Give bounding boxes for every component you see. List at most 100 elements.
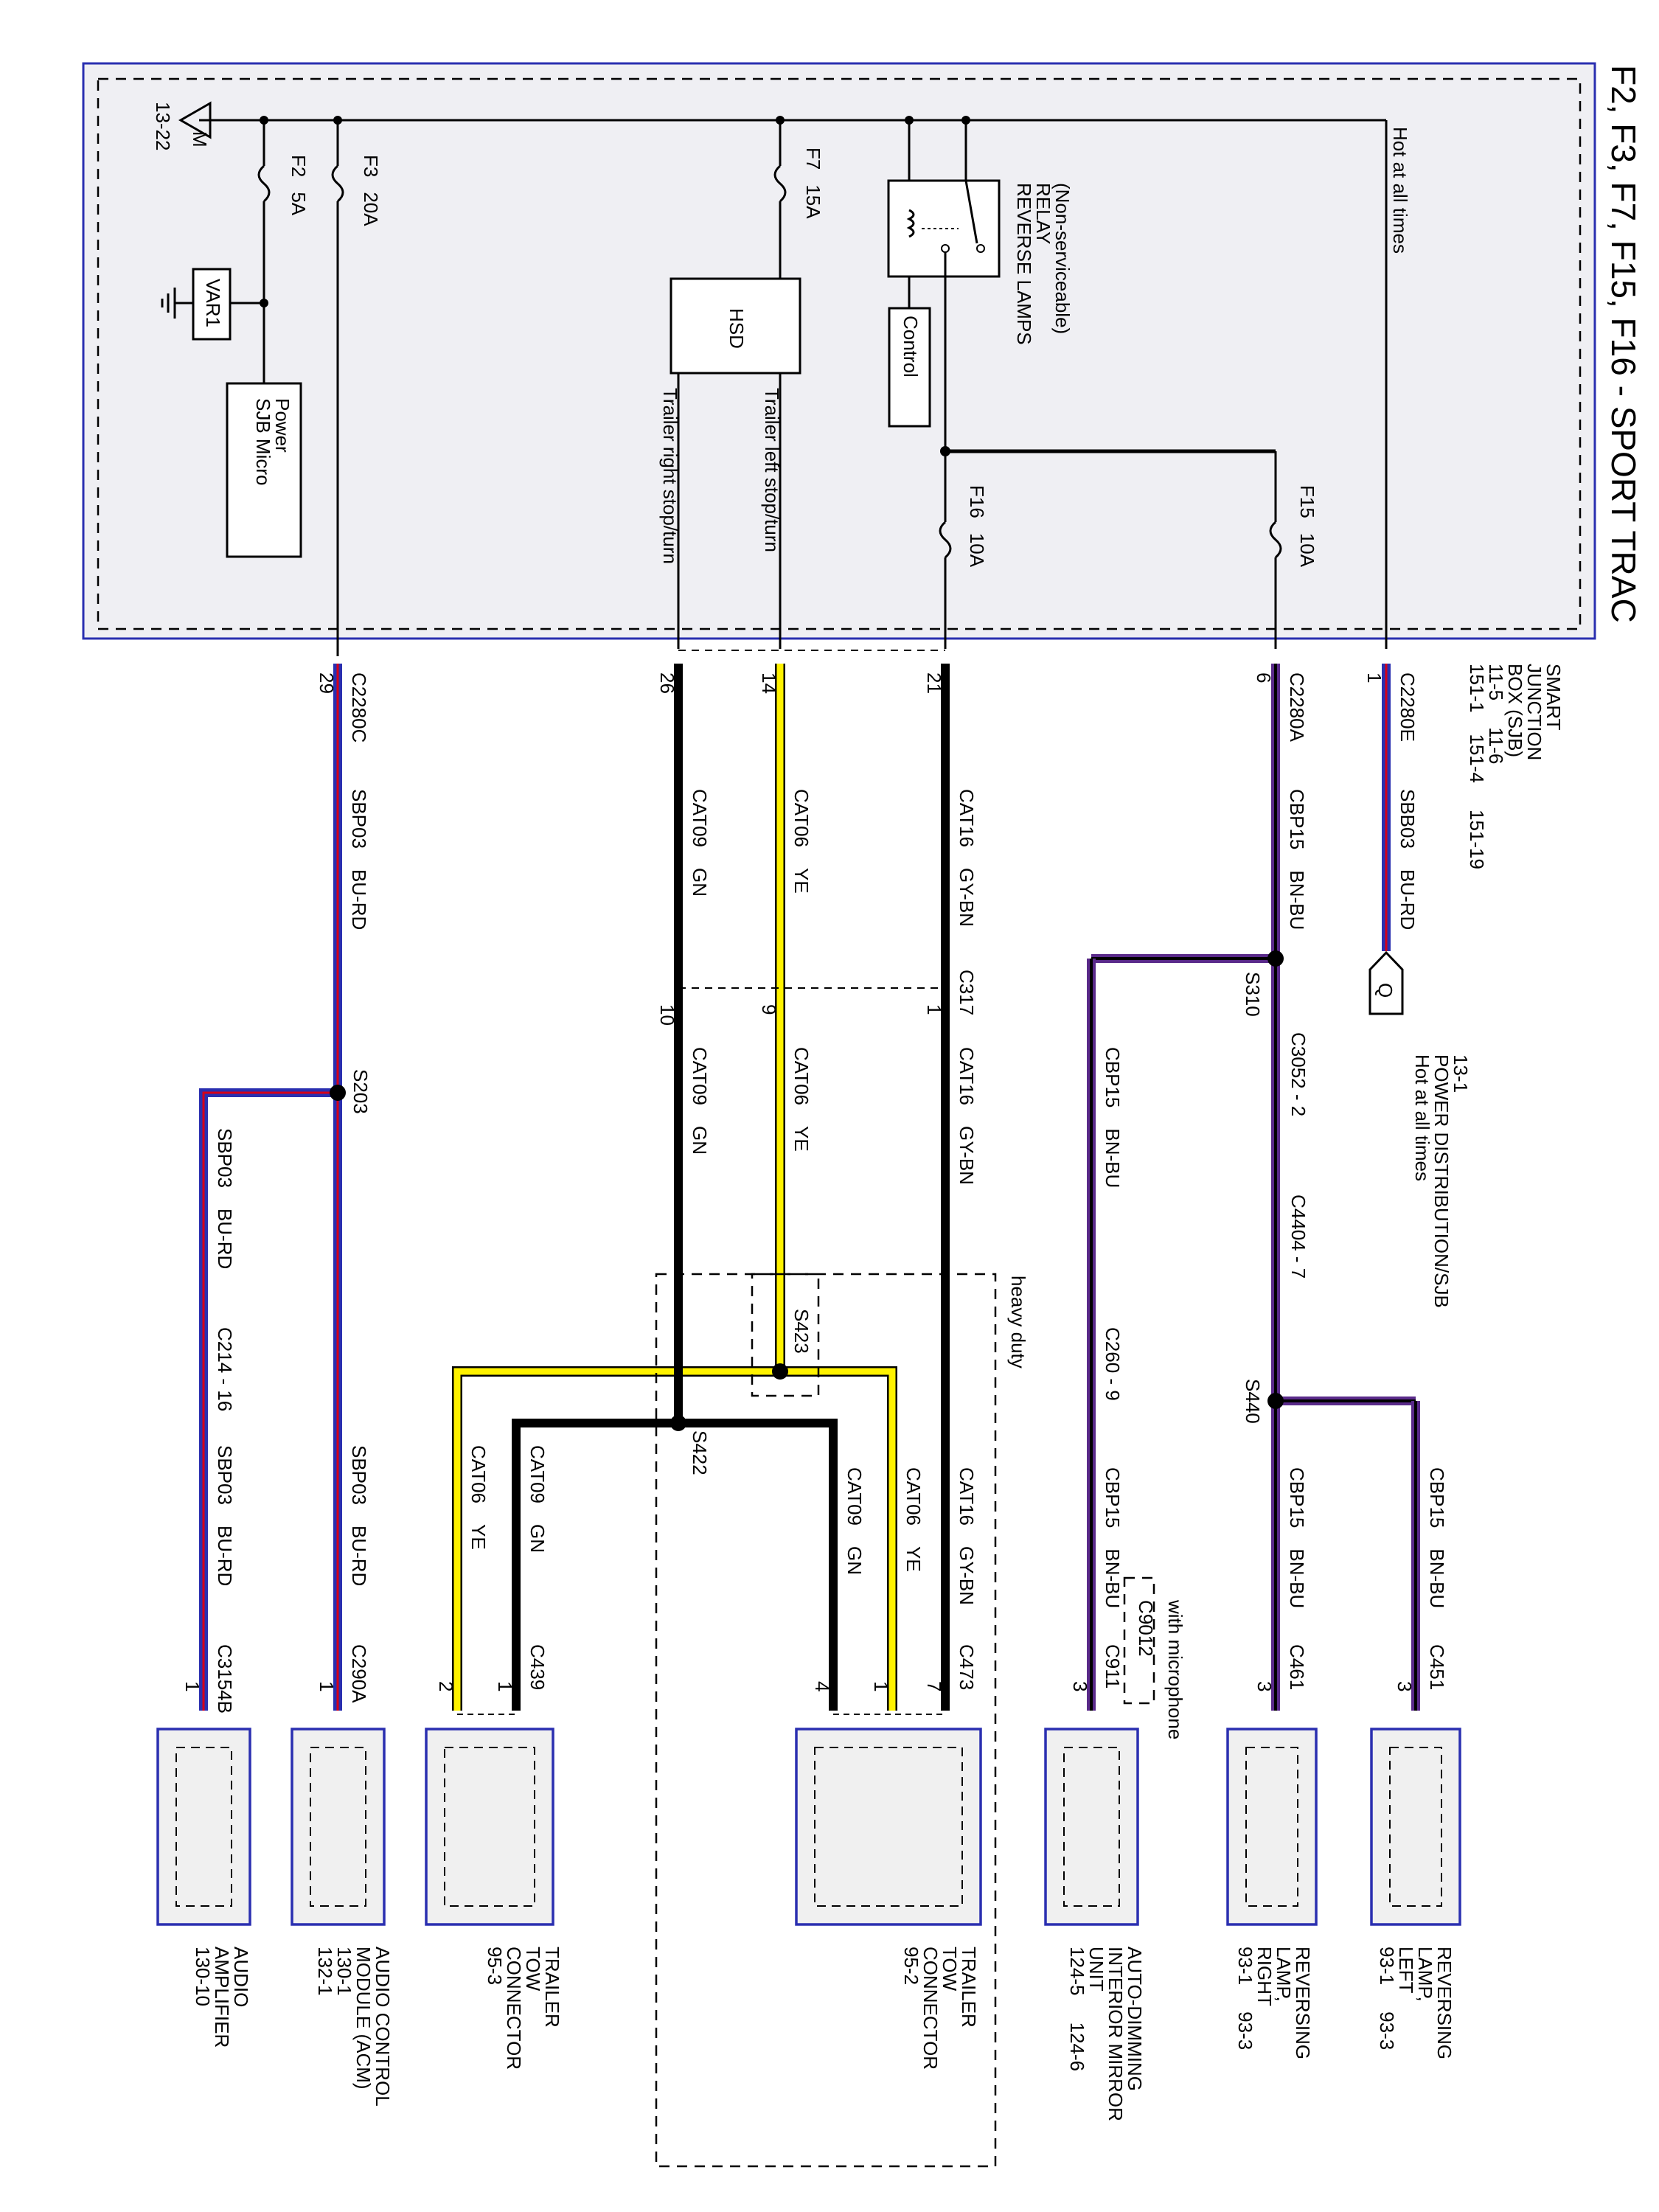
relay-coil-symbol: [906, 209, 915, 238]
splice-s310-dot: [1267, 950, 1284, 967]
wire-label: SBP03BU-RD: [214, 1445, 236, 1586]
diagram-title: F2, F3, F7, F15, F16 - SPORT TRAC: [1604, 65, 1643, 623]
sjb-label-group: SMART JUNCTION BOX (SJB) 11-5 11-6 151-1…: [1466, 664, 1565, 869]
wire-cbp15-trunk: [1087, 664, 1420, 1711]
relay-contact-arm: [964, 180, 978, 244]
c439-pin1: 1: [494, 1681, 516, 1691]
c3052-label: C3052 - 2: [1287, 1032, 1310, 1116]
bus-dot-f7: [776, 116, 785, 125]
pin-14: 14: [758, 672, 780, 694]
relay-control-box: [888, 307, 931, 428]
svg-text:130-10: 130-10: [192, 1947, 214, 2006]
sjb-enclosure: [82, 62, 1596, 640]
trailer-right-label: Trailer right stop/turn: [659, 388, 681, 564]
wire-cat09: [512, 664, 838, 1711]
f15-label: F1510A: [1296, 485, 1318, 568]
wire-label: SBB03BU-RD: [1397, 789, 1419, 930]
mirror-unit-label: AUTO-DIMMING INTERIOR MIRROR UNIT 124-5 …: [1066, 1947, 1146, 2121]
svg-text:Power: Power: [271, 398, 293, 453]
c461-label: C461: [1286, 1644, 1308, 1690]
sjb-micro-power-label: SJB Micro Power: [252, 398, 293, 485]
ground-ref-triangle: [178, 101, 212, 139]
c9012-dashed-box: [1123, 1576, 1155, 1705]
hsd-label: HSD: [726, 308, 748, 349]
svg-text:132-1: 132-1: [314, 1947, 336, 1996]
f3-label: F320A: [360, 155, 382, 226]
svg-text:AUDIO: AUDIO: [230, 1947, 252, 2007]
c290a-label: C290A: [348, 1644, 370, 1703]
svg-text:POWER DISTRIBUTION/SJB: POWER DISTRIBUTION/SJB: [1430, 1054, 1453, 1308]
hot-label-group: Hot at all times: [1389, 127, 1411, 254]
svg-text:95-3: 95-3: [484, 1947, 506, 1985]
heavy-duty-label: heavy duty: [1007, 1276, 1029, 1368]
c2280e-label: C2280E: [1397, 672, 1419, 742]
bus-dot-relay-coil: [905, 116, 914, 125]
diagram-title-group: F2, F3, F7, F15, F16 - SPORT TRAC: [1604, 65, 1643, 623]
f7-label: F715A: [802, 147, 824, 219]
sjb-label-line: 151-1 151-4 151-19: [1466, 664, 1488, 869]
c2280c-label: C2280C: [348, 672, 370, 742]
pdb-ref-letter: Q: [1374, 983, 1397, 998]
bus-dot-relay-switch: [961, 116, 970, 125]
svg-text:130-1: 130-1: [333, 1947, 355, 1996]
s422-label: S422: [689, 1430, 711, 1475]
svg-text:CONNECTOR: CONNECTOR: [503, 1947, 525, 2070]
svg-text:(Non-serviceable): (Non-serviceable): [1051, 183, 1074, 334]
splice-s440-dot: [1267, 1393, 1284, 1409]
c439-label: C439: [526, 1644, 549, 1690]
c317-pin10: 10: [656, 1004, 678, 1026]
svg-text:LEFT: LEFT: [1395, 1947, 1417, 1994]
c451-label: C451: [1426, 1644, 1448, 1690]
wire-label: SBP03BU-RD: [348, 789, 370, 930]
reverse-lamps-relay-box: [887, 179, 1001, 278]
wire-label: CAT06YE: [790, 1047, 813, 1152]
sjb-label-line: SMART: [1543, 664, 1565, 731]
sjb-label-line: BOX (SJB): [1504, 664, 1526, 757]
svg-text:93-1 93-3: 93-1 93-3: [1376, 1947, 1398, 2050]
splice-s203-dot: [330, 1085, 346, 1101]
pin-26: 26: [656, 672, 678, 694]
svg-text:TOW: TOW: [939, 1947, 961, 1992]
pin-21: 21: [923, 672, 945, 694]
ground-ref-page: 13-22: [152, 102, 174, 151]
svg-text:SJB Micro: SJB Micro: [252, 398, 274, 485]
svg-text:UNIT: UNIT: [1085, 1947, 1107, 1992]
wire-label: CBP15BN-BU: [1102, 1047, 1124, 1188]
c317-pin9: 9: [758, 1004, 780, 1015]
c317-pin1: 1: [923, 1004, 945, 1015]
wire-label: CBP15BN-BU: [1286, 1467, 1308, 1608]
ground-ref-letter: M: [189, 131, 211, 147]
s423-label: S423: [790, 1309, 813, 1354]
splice-s422-dot: [670, 1415, 686, 1431]
s310-label: S310: [1242, 972, 1264, 1017]
relay-control-label: Control: [900, 316, 922, 378]
wire-label: CAT16GY-BN: [956, 1047, 978, 1185]
svg-text:AUTO-DIMMING: AUTO-DIMMING: [1124, 1947, 1146, 2091]
svg-text:MODULE (ACM): MODULE (ACM): [352, 1947, 375, 2090]
f15-fuse-symbol: [1269, 521, 1282, 559]
reversing-lamp-left-label: REVERSING LAMP, LEFT 93-1 93-3: [1376, 1947, 1455, 2059]
reversing-lamp-right-inner: [1245, 1747, 1298, 1907]
svg-text:Hot at all times: Hot at all times: [1411, 1054, 1433, 1181]
hot-at-all-times-label: Hot at all times: [1389, 127, 1411, 254]
svg-text:REVERSING: REVERSING: [1292, 1947, 1314, 2059]
relay-contact-point: [976, 244, 985, 253]
wire-label: SBP03BU-RD: [348, 1445, 370, 1586]
c2280c-pin: 29: [316, 672, 338, 694]
c461-pin: 3: [1253, 1681, 1276, 1691]
sjb-label-line: JUNCTION: [1523, 664, 1545, 760]
wire-label: CAT06YE: [790, 789, 813, 894]
c911-label: C911: [1102, 1644, 1124, 1688]
heavy-duty-notch: [751, 1273, 820, 1397]
trailer-tow-heavy-label: TRAILER TOW CONNECTOR 95-2: [900, 1947, 980, 2070]
wire-label: CAT16GY-BN: [956, 789, 978, 927]
hsd-box: [669, 277, 801, 375]
c473-pin7: 7: [923, 1681, 945, 1691]
wire-label: CAT09GN: [526, 1445, 549, 1553]
wire-label: CAT09GN: [689, 1047, 711, 1155]
sjb-inner-dashed: [97, 77, 1582, 630]
wire-label: CAT09GN: [689, 789, 711, 897]
svg-text:13-1: 13-1: [1450, 1054, 1472, 1093]
wire-label: CAT06YE: [467, 1445, 490, 1550]
